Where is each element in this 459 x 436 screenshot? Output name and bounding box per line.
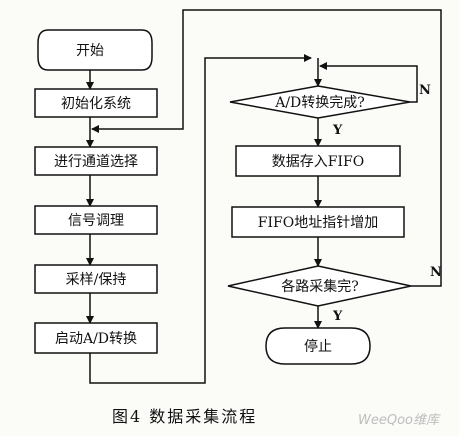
store-fifo-node-shape	[235, 145, 401, 177]
connector-all-done-no-to-channel	[91, 9, 442, 287]
start-ad-node-label: 启动A/D转换	[55, 330, 137, 347]
all-done-yes-label: Y	[332, 309, 343, 324]
store-fifo-node-label: 数据存入FIFO	[272, 154, 364, 170]
figure-caption: 图4 数据采集流程	[112, 407, 257, 426]
start-ad-node-shape	[34, 322, 158, 354]
sample-node-shape	[34, 264, 158, 294]
stop-node-label: 停止	[304, 338, 332, 355]
stop-node-shape	[265, 327, 371, 365]
all-done-decision-label: 各路采集完?	[281, 278, 359, 295]
channel-node-shape	[34, 146, 158, 176]
init-node-label: 初始化系统	[61, 95, 131, 112]
ad-done-yes-label: Y	[332, 123, 343, 138]
signal-node-shape	[34, 205, 158, 235]
channel-node-label: 进行通道选择	[54, 154, 138, 170]
connector-start-ad-to-ad-done	[89, 54, 312, 384]
fifo-ptr-node-label: FIFO地址指针增加	[258, 215, 378, 231]
sample-node-label: 采样/保持	[66, 272, 127, 288]
ad-done-no-label: N	[419, 83, 431, 98]
connector-ad-done-no-loop	[319, 62, 418, 103]
start-node-label: 开始	[76, 43, 104, 59]
signal-node-label: 信号调理	[68, 213, 124, 229]
init-node-shape	[34, 88, 158, 118]
all-done-no-label: N	[430, 265, 442, 280]
ad-done-decision-label: A/D转换完成?	[274, 94, 365, 111]
start-node-shape	[37, 29, 153, 71]
watermark: WeeQoo维库	[358, 413, 441, 428]
